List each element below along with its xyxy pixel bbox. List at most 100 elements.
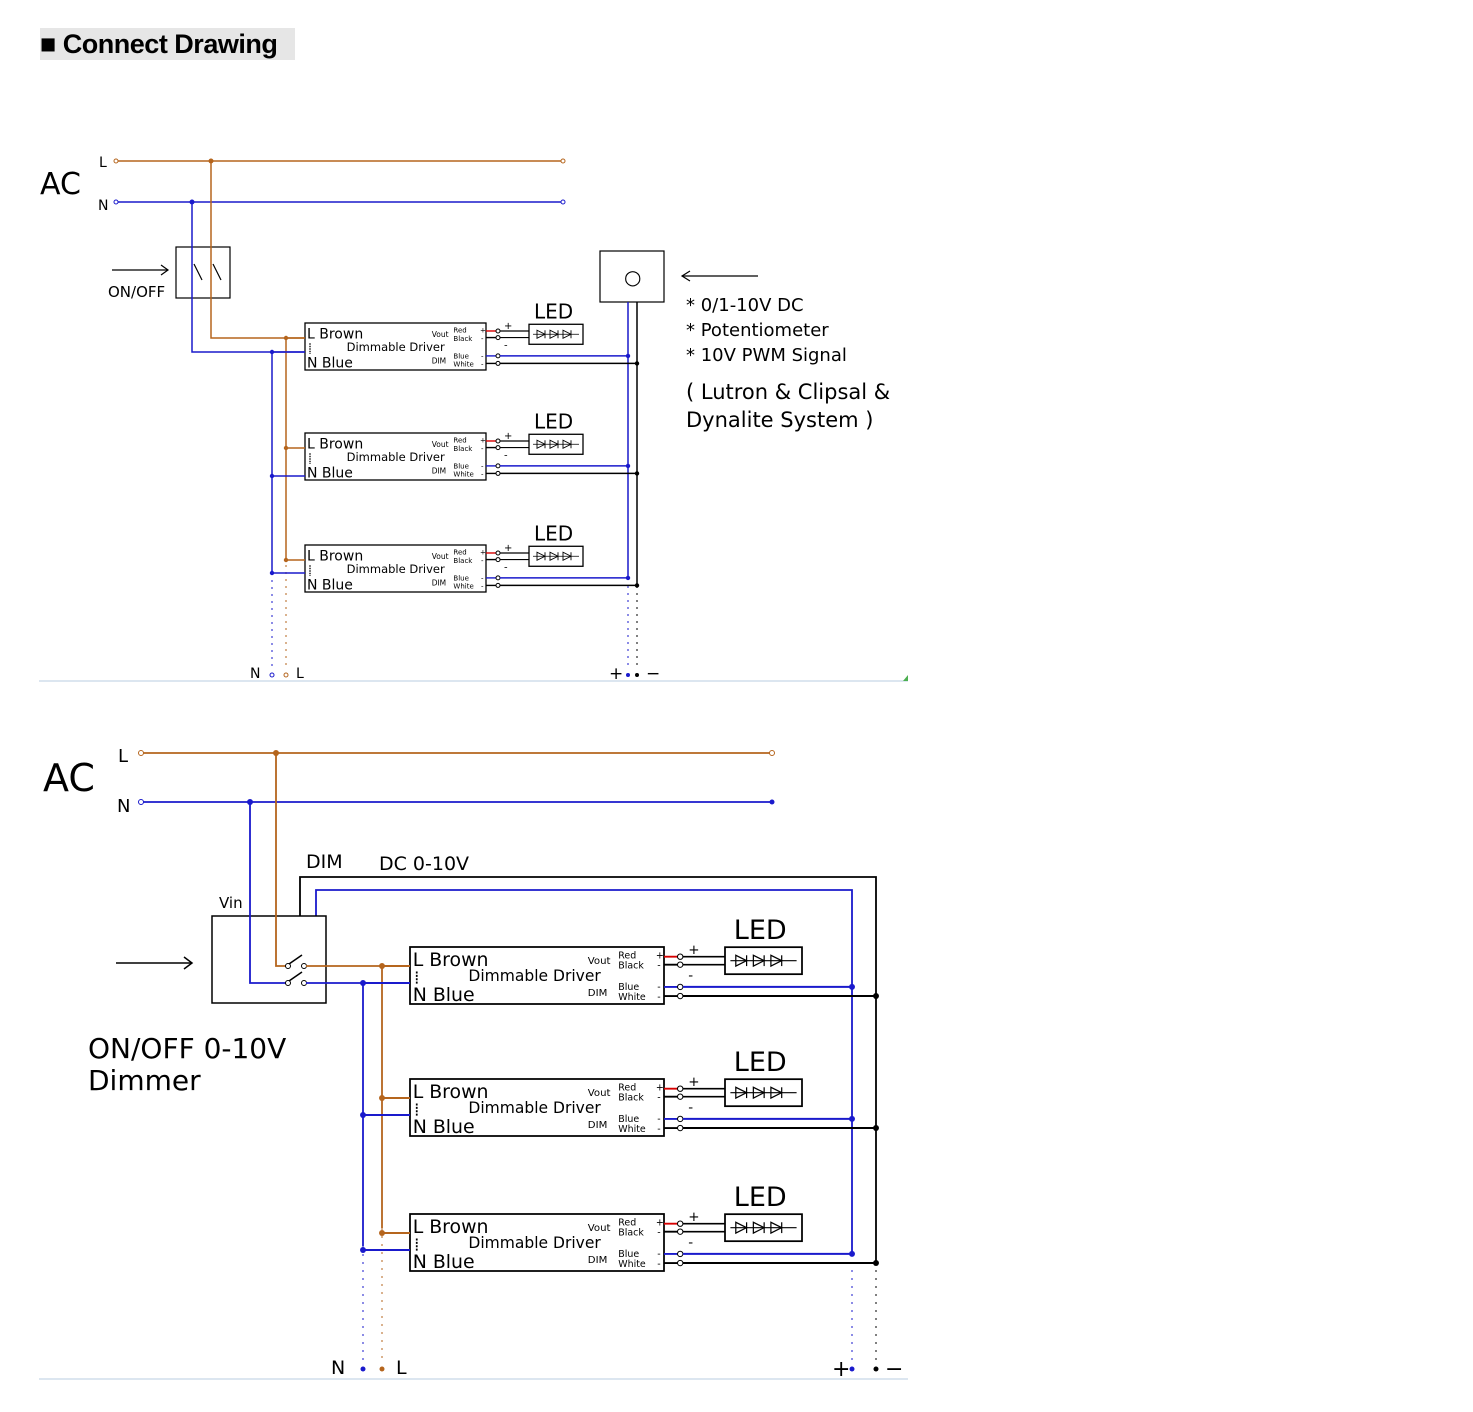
minus-label: - [657, 1093, 660, 1104]
dim-junction [625, 463, 631, 469]
driver-l-label: L Brown [413, 949, 489, 971]
bottom-plus-label: + [832, 1357, 850, 1382]
driver-dim-label: DIM [588, 1120, 608, 1131]
minus-label: - [657, 1259, 660, 1270]
live-tap-junction [379, 1230, 385, 1236]
driver-box [409, 1078, 665, 1137]
bottom-n-terminal [360, 1366, 366, 1372]
blue-wire-label: Blue [618, 1114, 639, 1125]
driver-n-label: N Blue [413, 1251, 475, 1273]
terminal-dot [677, 1124, 684, 1132]
minus-label: - [481, 352, 484, 360]
driver-dim-label: DIM [588, 988, 608, 999]
bottom-l-terminal [379, 1366, 385, 1372]
black-wire-label: Black [453, 557, 473, 565]
live-end [769, 750, 775, 756]
black-wire-label: Black [453, 445, 473, 453]
dim-junction [849, 1250, 855, 1257]
terminal-dot [677, 983, 684, 991]
dc-label: DC 0-10V [379, 853, 469, 875]
led-minus-label: - [688, 968, 693, 984]
driver-n-label: N Blue [413, 984, 475, 1006]
led-label: LED [534, 521, 573, 545]
bottom-plus-terminal [626, 673, 630, 677]
driver-vout-label: Vout [432, 552, 449, 561]
minus-label: - [657, 982, 660, 993]
live-tap-junction [379, 963, 385, 969]
live-terminal [138, 750, 144, 756]
terminal-dot [495, 328, 501, 334]
driver-vout-label: Vout [588, 956, 611, 967]
minus-label: - [481, 335, 484, 343]
blue-wire-label: Blue [618, 982, 639, 993]
driver-vout-label: Vout [588, 1223, 611, 1234]
minus-label: - [657, 1124, 660, 1135]
live-tap-junction [283, 445, 289, 451]
diagram-1: AC L N ON/OFF ○ * 0/ [39, 155, 908, 684]
neutral-into-dimmer [249, 802, 287, 984]
driver-l-label: L Brown [307, 327, 363, 343]
driver-box [409, 1213, 665, 1272]
driver-dim-label: DIM [432, 356, 446, 365]
driver-dim-label: DIM [432, 578, 446, 587]
systems-line: Dynalite System ) [686, 408, 873, 432]
driver-l-label: L Brown [413, 1081, 489, 1103]
dimmer-label: ON/OFF 0-10V [88, 1032, 286, 1065]
dimmer-knob-icon: ○ [624, 265, 641, 289]
minus-label: - [481, 583, 484, 591]
plus-label: + [480, 548, 486, 556]
led-plus-label: + [504, 431, 512, 442]
driver-n-label: N Blue [307, 356, 353, 372]
terminal-dot [495, 557, 501, 563]
n-terminal-label: N [117, 796, 130, 817]
terminal-dot [677, 1093, 684, 1100]
led-label: LED [734, 915, 787, 946]
terminal-dot [495, 438, 501, 444]
bottom-minus-terminal [635, 673, 639, 677]
driver-l-label: L Brown [307, 549, 363, 565]
switch-contact [288, 954, 303, 965]
red-wire-label: Red [618, 950, 636, 961]
led-plus-label: + [504, 543, 512, 554]
led-minus-label: - [688, 1100, 693, 1116]
switch-contact [288, 971, 303, 982]
neutral-tap-junction [269, 473, 275, 479]
bottom-n-label: N [331, 1357, 345, 1379]
dim-positive-loop [315, 889, 853, 1255]
terminal-dot [495, 470, 501, 476]
white-wire-label: White [453, 583, 473, 591]
ac-label: AC [40, 167, 81, 202]
driver-vout-label: Vout [432, 440, 449, 449]
driver-l-label: L Brown [413, 1216, 489, 1238]
bottom-minus-terminal [873, 1366, 879, 1372]
bottom-minus-label: − [885, 1357, 903, 1382]
switch-terminal [285, 980, 291, 986]
dim-junction [625, 353, 631, 359]
black-wire-label: Black [618, 961, 644, 972]
terminal-dot [495, 445, 501, 451]
dim-junction [634, 361, 640, 366]
driver-l-label: L Brown [307, 437, 363, 453]
minus-label: - [481, 471, 484, 479]
terminal-dot [495, 550, 501, 556]
driver-name: Dimmable Driver [468, 1234, 601, 1252]
black-wire-label: Black [453, 335, 473, 343]
blue-wire-label: Blue [453, 574, 469, 582]
dimmer-label: Dimmer [88, 1064, 201, 1097]
neutral-tap-junction [360, 1112, 366, 1118]
dim-junction [625, 575, 631, 581]
white-wire-label: White [618, 1259, 646, 1270]
driver-n-label: N Blue [413, 1116, 475, 1138]
ac-label: AC [43, 756, 95, 800]
dim-junction [849, 983, 855, 990]
live-tap-junction [283, 557, 289, 563]
plus-label: + [656, 950, 664, 961]
bottom-n-label: N [250, 666, 260, 682]
red-wire-label: Red [618, 1082, 636, 1093]
l-terminal-label: L [99, 155, 107, 171]
terminal-dot [677, 1085, 684, 1092]
dimmer-box [599, 250, 665, 303]
